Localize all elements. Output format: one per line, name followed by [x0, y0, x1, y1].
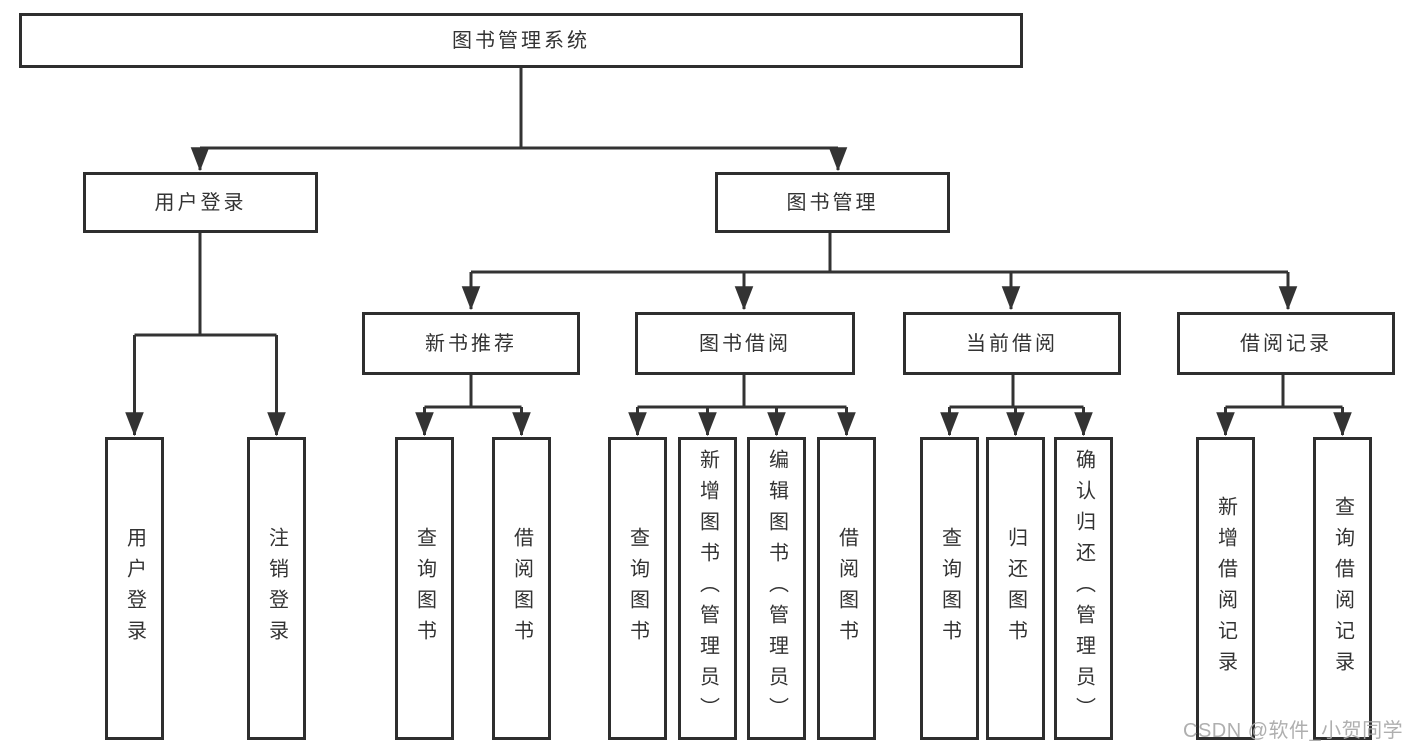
- node-book-management-label: 图书管理: [786, 191, 879, 214]
- node-new-book-recommend-label: 新书推荐: [425, 332, 517, 355]
- node-leaf-add-book-admin: 新增图书（管理员）: [678, 437, 737, 740]
- node-current-borrowing: 当前借阅: [903, 312, 1121, 375]
- node-book-borrowing: 图书借阅: [635, 312, 855, 375]
- node-leaf-confirm-return-admin-label: 确认归还（管理员）: [1072, 449, 1095, 728]
- node-leaf-logout-label: 注销登录: [265, 526, 288, 651]
- node-leaf-borrow-books-recommend-label: 借阅图书: [510, 526, 533, 651]
- node-leaf-return-book-label: 归还图书: [1004, 526, 1027, 651]
- node-leaf-query-books-recommend: 查询图书: [395, 437, 454, 740]
- node-book-management: 图书管理: [715, 172, 950, 233]
- node-leaf-edit-book-admin: 编辑图书（管理员）: [747, 437, 806, 740]
- node-leaf-add-book-admin-label: 新增图书（管理员）: [696, 449, 719, 728]
- node-current-borrowing-label: 当前借阅: [966, 332, 1058, 355]
- node-borrowing-records-label: 借阅记录: [1240, 332, 1332, 355]
- node-leaf-query-books-recommend-label: 查询图书: [413, 526, 436, 651]
- node-leaf-query-books-current: 查询图书: [920, 437, 979, 740]
- node-leaf-user-login-label: 用户登录: [123, 526, 146, 651]
- node-root: 图书管理系统: [19, 13, 1023, 68]
- node-leaf-borrow-books: 借阅图书: [817, 437, 876, 740]
- node-root-label: 图书管理系统: [452, 29, 590, 52]
- node-leaf-add-borrow-record: 新增借阅记录: [1196, 437, 1255, 740]
- node-leaf-query-books-current-label: 查询图书: [938, 526, 961, 651]
- node-leaf-borrow-books-recommend: 借阅图书: [492, 437, 551, 740]
- node-leaf-borrow-books-label: 借阅图书: [835, 526, 858, 651]
- node-leaf-query-borrow-record-label: 查询借阅记录: [1331, 495, 1354, 682]
- node-user-login-label: 用户登录: [154, 191, 247, 214]
- node-book-borrowing-label: 图书借阅: [699, 332, 791, 355]
- node-new-book-recommend: 新书推荐: [362, 312, 580, 375]
- node-leaf-query-books-borrow-label: 查询图书: [626, 526, 649, 651]
- node-leaf-return-book: 归还图书: [986, 437, 1045, 740]
- node-leaf-confirm-return-admin: 确认归还（管理员）: [1054, 437, 1113, 740]
- node-leaf-query-borrow-record: 查询借阅记录: [1313, 437, 1372, 740]
- csdn-watermark: CSDN @软件_小贺同学: [1183, 720, 1404, 742]
- node-leaf-logout: 注销登录: [247, 437, 306, 740]
- node-leaf-user-login: 用户登录: [105, 437, 164, 740]
- node-borrowing-records: 借阅记录: [1177, 312, 1395, 375]
- node-leaf-query-books-borrow: 查询图书: [608, 437, 667, 740]
- node-user-login: 用户登录: [83, 172, 318, 233]
- node-leaf-add-borrow-record-label: 新增借阅记录: [1214, 495, 1237, 682]
- node-leaf-edit-book-admin-label: 编辑图书（管理员）: [765, 449, 788, 728]
